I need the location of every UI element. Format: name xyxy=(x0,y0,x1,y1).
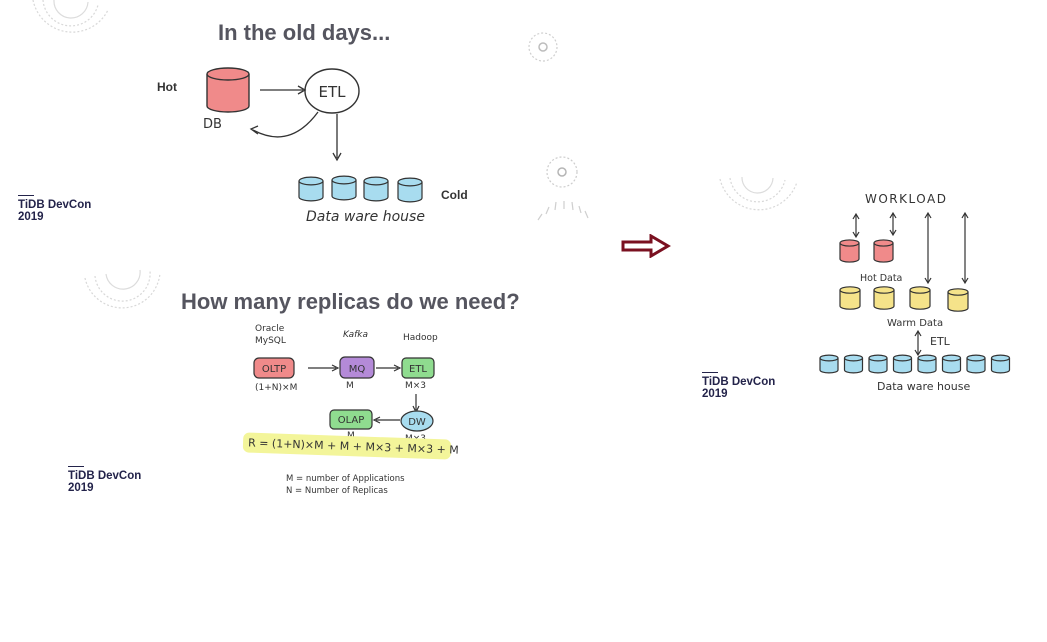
cold-data-cylinder-icon xyxy=(819,354,839,374)
db-label: DB xyxy=(203,117,222,132)
slide-old-days: In the old days... Hot ETL DB Cold Data … xyxy=(0,0,600,240)
data-warehouse-label: Data ware house xyxy=(306,209,425,225)
mq-label: MQ xyxy=(349,364,366,375)
oltp-box xyxy=(253,357,295,379)
etl-box xyxy=(401,357,435,379)
cold-data-cylinder-icon xyxy=(941,354,962,374)
workload-diagram xyxy=(819,211,1011,374)
brand-logo: TiDB DevCon 2019 xyxy=(68,466,141,494)
slide1-title: In the old days... xyxy=(218,20,391,45)
slide2-title: How many replicas do we need? xyxy=(181,289,520,314)
workload-label: WORKLOAD xyxy=(865,192,948,206)
decorative-circle-icon xyxy=(528,32,558,62)
cold-data-cylinder-icon xyxy=(868,354,888,374)
warehouse-cylinder-icon xyxy=(397,177,423,203)
etl-node xyxy=(304,68,360,114)
hollow-right-arrow-icon xyxy=(621,234,671,258)
brand-name: TiDB DevCon xyxy=(68,470,142,482)
brand-line xyxy=(702,372,718,373)
replicas-diagram: OLTP MQ ETL DW OLAP xyxy=(253,356,435,432)
warm-data-cylinder-icon xyxy=(839,286,861,310)
olap-box xyxy=(329,409,373,430)
slide-workload: WORKLOAD Hot Data Warm Data ETL Data war… xyxy=(690,170,1035,410)
brand-logo: TiDB DevCon 2019 xyxy=(18,195,91,223)
cold-data-cylinder-icon xyxy=(917,354,937,374)
oracle-label: Oracle xyxy=(255,324,285,334)
hot-label: Hot xyxy=(157,80,177,94)
warehouse-cylinder-icon xyxy=(298,176,324,202)
slide-replicas: How many replicas do we need? Oracle MyS… xyxy=(0,260,600,520)
etl-label: ETL xyxy=(319,83,347,101)
cold-data-cylinder-icon xyxy=(892,354,913,374)
dw-node-label: DW xyxy=(408,417,426,428)
oltp-label: OLTP xyxy=(262,364,286,375)
etl-label: ETL xyxy=(930,335,950,348)
note-m: M = number of Applications xyxy=(286,474,405,484)
decorative-swirl-icon xyxy=(32,0,109,33)
brand-line xyxy=(68,466,84,467)
warm-data-cylinder-icon xyxy=(909,286,931,310)
old-days-diagram: ETL xyxy=(206,67,423,203)
brand-year: 2019 xyxy=(702,388,728,400)
dw-node xyxy=(400,410,434,432)
etl-count: M×3 xyxy=(405,381,427,391)
mysql-label: MySQL xyxy=(255,336,286,346)
note-n: N = Number of Replicas xyxy=(286,486,388,496)
warm-data-cylinder-icon xyxy=(947,288,969,312)
hot-data-label: Hot Data xyxy=(860,273,903,284)
brand-logo: TiDB DevCon 2019 xyxy=(702,372,775,400)
cold-data-cylinder-icon xyxy=(990,354,1011,374)
hadoop-label: Hadoop xyxy=(403,333,438,343)
hot-data-cylinder-icon xyxy=(873,239,894,263)
cold-label: Cold xyxy=(441,188,468,202)
etl-box-label: ETL xyxy=(409,364,427,375)
decorative-circle-icon xyxy=(537,156,589,221)
warehouse-cylinder-icon xyxy=(363,176,389,202)
warm-data-label: Warm Data xyxy=(887,318,944,329)
olap-label: OLAP xyxy=(338,415,365,426)
mq-box xyxy=(339,356,375,379)
warm-data-cylinder-icon xyxy=(873,286,895,310)
brand-name: TiDB DevCon xyxy=(18,199,92,211)
hot-data-cylinder-icon xyxy=(839,239,860,263)
warehouse-cylinder-icon xyxy=(331,175,357,201)
brand-name: TiDB DevCon xyxy=(702,376,776,388)
db-cylinder-icon xyxy=(206,67,250,113)
cold-data-cylinder-icon xyxy=(843,354,864,374)
kafka-label: Kafka xyxy=(343,330,368,340)
mq-count: M xyxy=(346,381,354,391)
data-warehouse-label: Data ware house xyxy=(877,380,971,393)
decorative-swirl-icon xyxy=(719,176,798,211)
brand-year: 2019 xyxy=(18,211,44,223)
decorative-swirl-icon xyxy=(84,269,161,309)
cold-data-cylinder-icon xyxy=(966,354,986,374)
oltp-count: (1+N)×M xyxy=(255,383,298,393)
brand-line xyxy=(18,195,34,196)
brand-year: 2019 xyxy=(68,482,94,494)
